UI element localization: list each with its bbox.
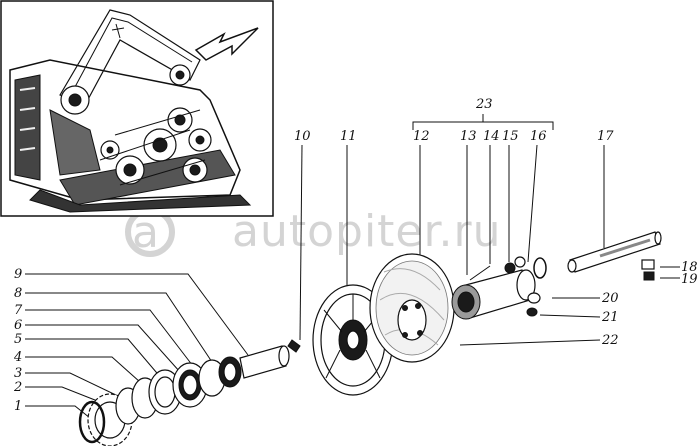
- shaft: [567, 231, 662, 273]
- callout-9: 9: [14, 267, 22, 282]
- callout-18: 18: [681, 260, 698, 275]
- callout-20: 20: [601, 291, 619, 306]
- watermark: a autopiter.ru: [125, 206, 502, 258]
- callout-2: 2: [13, 380, 22, 395]
- callout-17: 17: [597, 129, 614, 144]
- callout-10: 10: [294, 129, 311, 144]
- callout-1: 1: [14, 399, 22, 414]
- callout-3: 3: [14, 366, 22, 381]
- callout-15: 15: [502, 129, 519, 144]
- circlip: [78, 400, 106, 444]
- callout-14: 14: [483, 129, 500, 144]
- callout-8: 8: [14, 286, 22, 301]
- callout-19: 19: [681, 272, 698, 287]
- callout-11: 11: [340, 129, 357, 144]
- callout-4: 4: [13, 350, 22, 365]
- callout-5: 5: [14, 332, 22, 347]
- inset-location-view: [0, 0, 274, 217]
- callout-22: 22: [601, 333, 619, 348]
- watermark-text: autopiter.ru: [232, 206, 502, 257]
- left-part-stack: [78, 345, 290, 446]
- callout-16: 16: [530, 129, 547, 144]
- callout-21: 21: [601, 310, 619, 325]
- callout-7: 7: [14, 303, 23, 318]
- brake-disc: [369, 253, 455, 363]
- leader-lines: [25, 114, 680, 419]
- sleeve: [239, 345, 287, 379]
- callout-13: 13: [460, 129, 477, 144]
- callout-labels: 1 2 3 4 5 6 7 8 9 10 11 12 13 14 15 16 1…: [13, 97, 698, 414]
- callout-12: 12: [413, 129, 430, 144]
- bolt-washer: [641, 259, 655, 281]
- callout-6: 6: [14, 318, 22, 333]
- hub: [451, 256, 547, 320]
- key: [287, 339, 301, 353]
- callout-23: 23: [475, 97, 493, 112]
